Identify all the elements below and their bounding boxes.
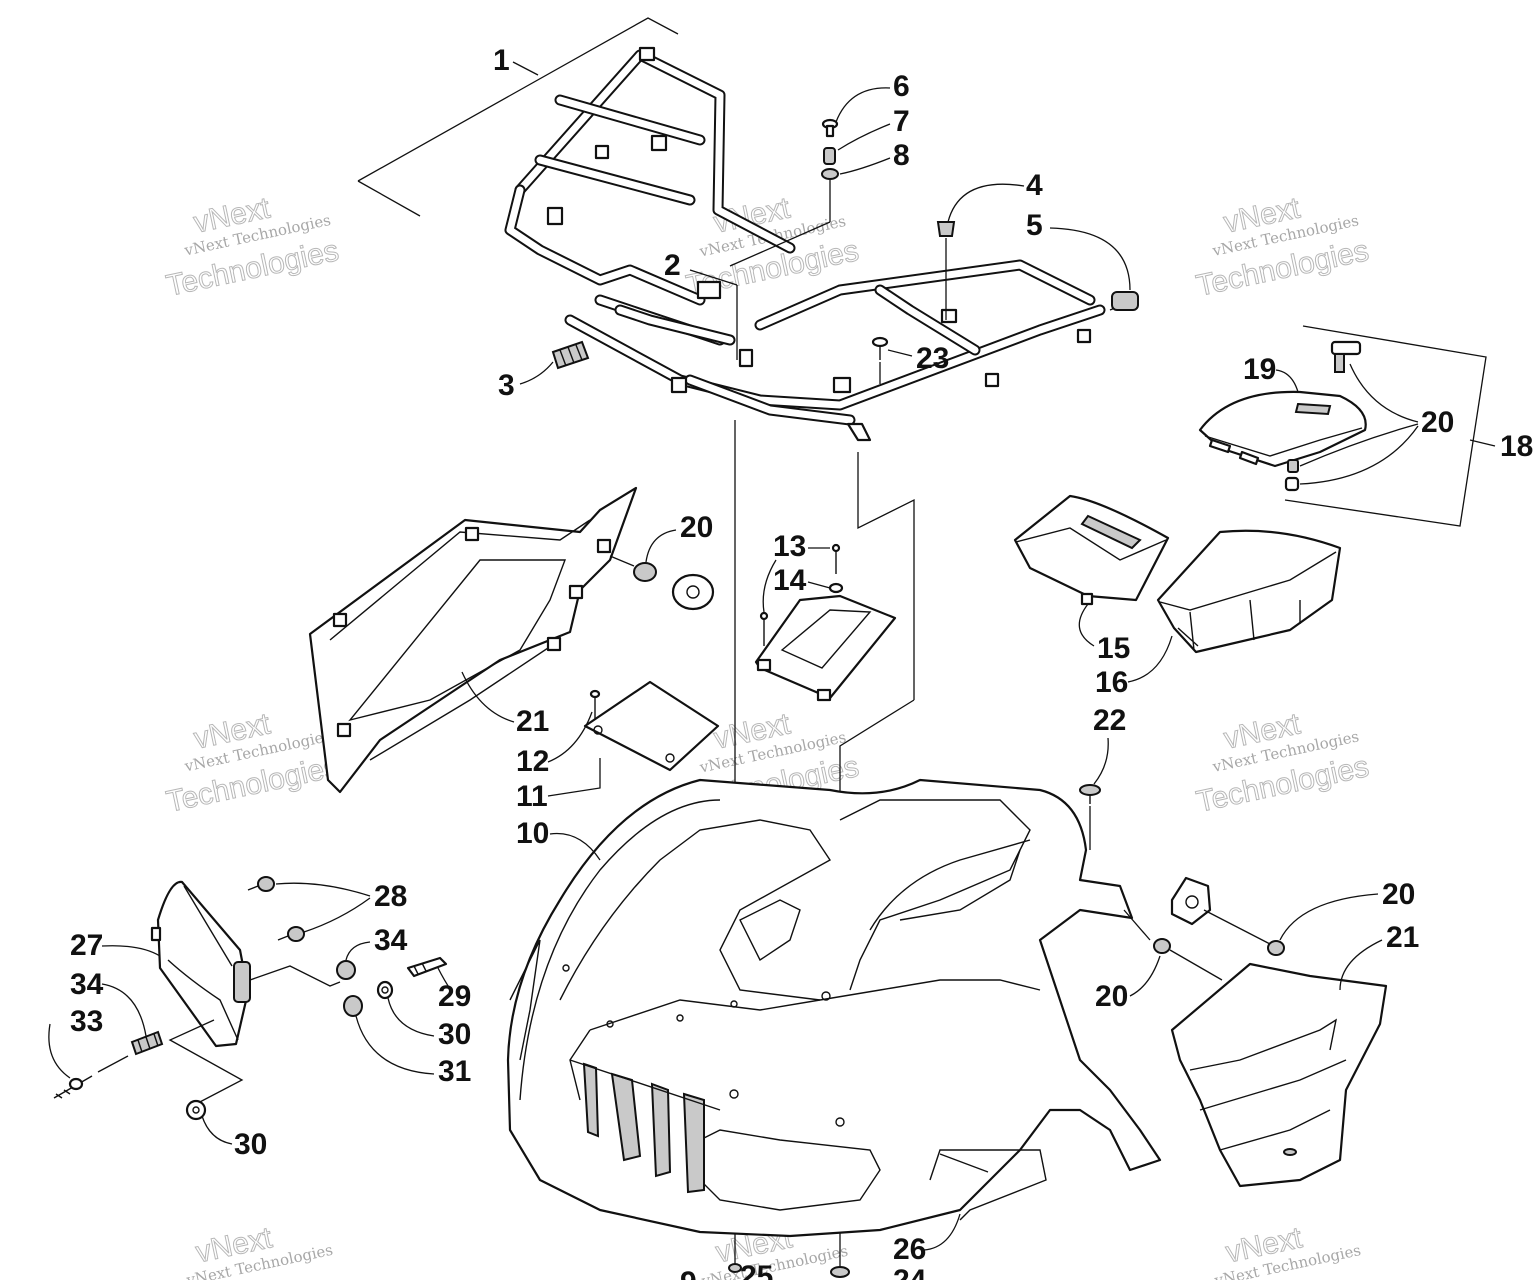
callout-17: 18 — [1500, 430, 1533, 463]
callout-13: 13 — [773, 530, 806, 563]
rack-brackets — [546, 46, 1092, 442]
grip-part-5 — [1111, 291, 1139, 311]
clip-part-4 — [936, 221, 956, 237]
front-body-part-10 — [506, 778, 1162, 1238]
callout-31: 31 — [438, 1055, 471, 1088]
cover-plate-part-11 — [583, 680, 720, 772]
screw-part-23 — [871, 336, 889, 360]
watermark-mid-right: vNext vNext Technologies Technologies — [1193, 707, 1372, 819]
watermark-bottom-right: vNext vNext Technologies — [1212, 1221, 1362, 1280]
washer-part-30 — [185, 980, 394, 1121]
callout-30-bottom: 30 — [234, 1128, 267, 1161]
bolt-part-6 — [821, 118, 839, 138]
front-rack — [357, 17, 1131, 442]
callout-1: 1 — [493, 44, 510, 77]
spacer-part-7 — [823, 147, 836, 165]
callout-24: 24 — [893, 1264, 927, 1280]
callout-14: 14 — [773, 564, 807, 597]
callout-18: 19 — [1243, 353, 1276, 386]
callout-27: 27 — [70, 929, 103, 962]
watermark-bottom-left: vNext vNext Technologies — [184, 1221, 334, 1280]
watermark-mid-left: vNext vNext Technologies Technologies — [163, 707, 342, 819]
screw-part-13 — [759, 543, 841, 646]
bracket-part-14 — [754, 582, 897, 702]
callout-11: 11 — [516, 780, 548, 813]
watermark-top-left: vNext vNext Technologies Technologies — [163, 191, 342, 303]
callout-29: 29 — [438, 980, 471, 1013]
callout-20-right-top: 20 — [1382, 878, 1415, 911]
callout-20-left: 20 — [680, 511, 713, 544]
callout-21-left: 21 — [516, 705, 549, 738]
callout-16: 16 — [1095, 666, 1128, 699]
callout-5: 5 — [1026, 209, 1043, 242]
callout-26: 26 — [893, 1233, 926, 1266]
callout-7: 7 — [893, 105, 910, 138]
left-side-panel-part-21 — [308, 486, 638, 794]
adjuster-part-28 — [247, 876, 305, 942]
spring-part-33 — [130, 1030, 164, 1056]
stud-part-3 — [551, 340, 590, 370]
decal-part-26 — [939, 1153, 989, 1173]
callout-23: 23 — [916, 342, 949, 375]
callout-22: 22 — [1093, 704, 1126, 737]
grommet-part-20-right — [1153, 876, 1285, 956]
callout-19: 20 — [1421, 406, 1454, 439]
right-side-panel-part-21 — [1170, 962, 1388, 1188]
callout-6: 6 — [893, 70, 910, 103]
watermark-top-right: vNext vNext Technologies Technologies — [1193, 191, 1372, 303]
rack-tubes — [504, 49, 1106, 426]
callout-21-right: 21 — [1386, 921, 1419, 954]
grommet-part-20-left — [633, 562, 715, 611]
nut-part-8 — [821, 168, 839, 180]
grommet-part-31 — [343, 995, 363, 1017]
screw-part-32 — [53, 1075, 93, 1099]
push-rivet-part-22 — [1079, 784, 1101, 804]
callout-34: 34 — [374, 924, 408, 957]
bolt-part-29 — [406, 956, 448, 978]
callout-15: 15 — [1097, 632, 1130, 665]
callout-2: 2 — [664, 249, 681, 282]
callout-25: 25 — [740, 1260, 773, 1280]
callout-4: 4 — [1026, 169, 1043, 202]
callout-3: 3 — [498, 369, 515, 402]
callout-28: 28 — [374, 880, 407, 913]
rivet-part-25 — [728, 1263, 742, 1273]
storage-tray-part-15 — [1013, 494, 1170, 606]
storage-bin-part-16 — [1156, 529, 1342, 654]
headlight-lens-part-27 — [150, 880, 251, 1048]
pin-part-12 — [589, 689, 601, 720]
callout-33: 34 — [70, 968, 104, 1001]
callout-20-right-bottom: 20 — [1095, 980, 1128, 1013]
nut-part-34 — [336, 960, 356, 980]
callout-30-top: 30 — [438, 1018, 471, 1051]
callout-10: 10 — [516, 817, 549, 850]
callout-12: 12 — [516, 745, 549, 778]
callout-8: 8 — [893, 139, 910, 172]
callout-9-partial: 9 — [680, 1266, 697, 1280]
nut-part-24 — [830, 1266, 850, 1278]
callout-32: 33 — [70, 1005, 103, 1038]
storage-lid-assembly — [1198, 325, 1496, 527]
